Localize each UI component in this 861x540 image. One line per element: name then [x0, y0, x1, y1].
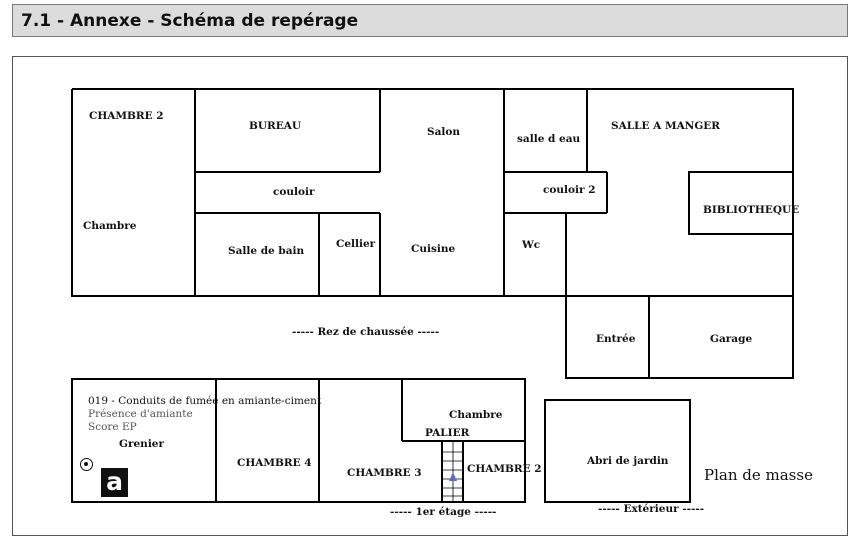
room-chambre: Chambre	[83, 220, 137, 232]
ground-floor-outline	[71, 88, 794, 379]
marker-presence: Présence d'amiante	[88, 408, 193, 420]
plan-frame	[12, 56, 848, 536]
room-chambre2: CHAMBRE 2	[89, 110, 164, 122]
room-cuisine: Cuisine	[411, 243, 456, 255]
ground-floor-caption: ----- Rez de chaussée -----	[292, 326, 440, 338]
room-salle-de-bain: Salle de bain	[228, 245, 305, 257]
room-chambre2-upper: CHAMBRE 2	[467, 463, 542, 475]
room-garage: Garage	[710, 333, 753, 345]
plan-de-masse-label: Plan de masse	[704, 466, 813, 484]
outside-caption: ----- Extérieur -----	[598, 503, 705, 515]
room-couloir: couloir	[273, 186, 315, 198]
room-cellier: Cellier	[336, 238, 376, 250]
garden-shed-outline	[544, 399, 691, 503]
room-bureau: BUREAU	[249, 120, 302, 132]
room-salle-a-manger: SALLE A MANGER	[611, 120, 721, 132]
room-wc: Wc	[522, 239, 541, 251]
room-entree: Entrée	[596, 333, 636, 345]
room-chambre-upper: Chambre	[449, 409, 503, 421]
room-couloir2: couloir 2	[543, 184, 596, 196]
amiante-logo-icon: a	[101, 468, 128, 497]
room-salon: Salon	[427, 126, 461, 138]
room-abri-de-jardin: Abri de jardin	[587, 455, 669, 467]
section-title: 7.1 - Annexe - Schéma de repérage	[21, 11, 359, 31]
room-salle-deau: salle d eau	[517, 133, 581, 145]
room-chambre4: CHAMBRE 4	[237, 457, 312, 469]
marker-code-title: 019 - Conduits de fumée en amiante-cimen…	[88, 395, 322, 407]
room-grenier: Grenier	[119, 438, 165, 450]
staircase	[442, 441, 463, 502]
room-palier: PALIER	[425, 427, 470, 439]
upper-floor-caption: ----- 1er étage -----	[390, 506, 497, 518]
stair-arrow-icon	[449, 472, 457, 481]
room-chambre3: CHAMBRE 3	[347, 467, 422, 479]
marker-score: Score EP	[88, 421, 137, 433]
amiante-marker-icon[interactable]	[80, 458, 93, 471]
section-header: 7.1 - Annexe - Schéma de repérage	[12, 4, 848, 37]
room-bibliotheque: BIBLIOTHEQUE	[703, 204, 800, 216]
